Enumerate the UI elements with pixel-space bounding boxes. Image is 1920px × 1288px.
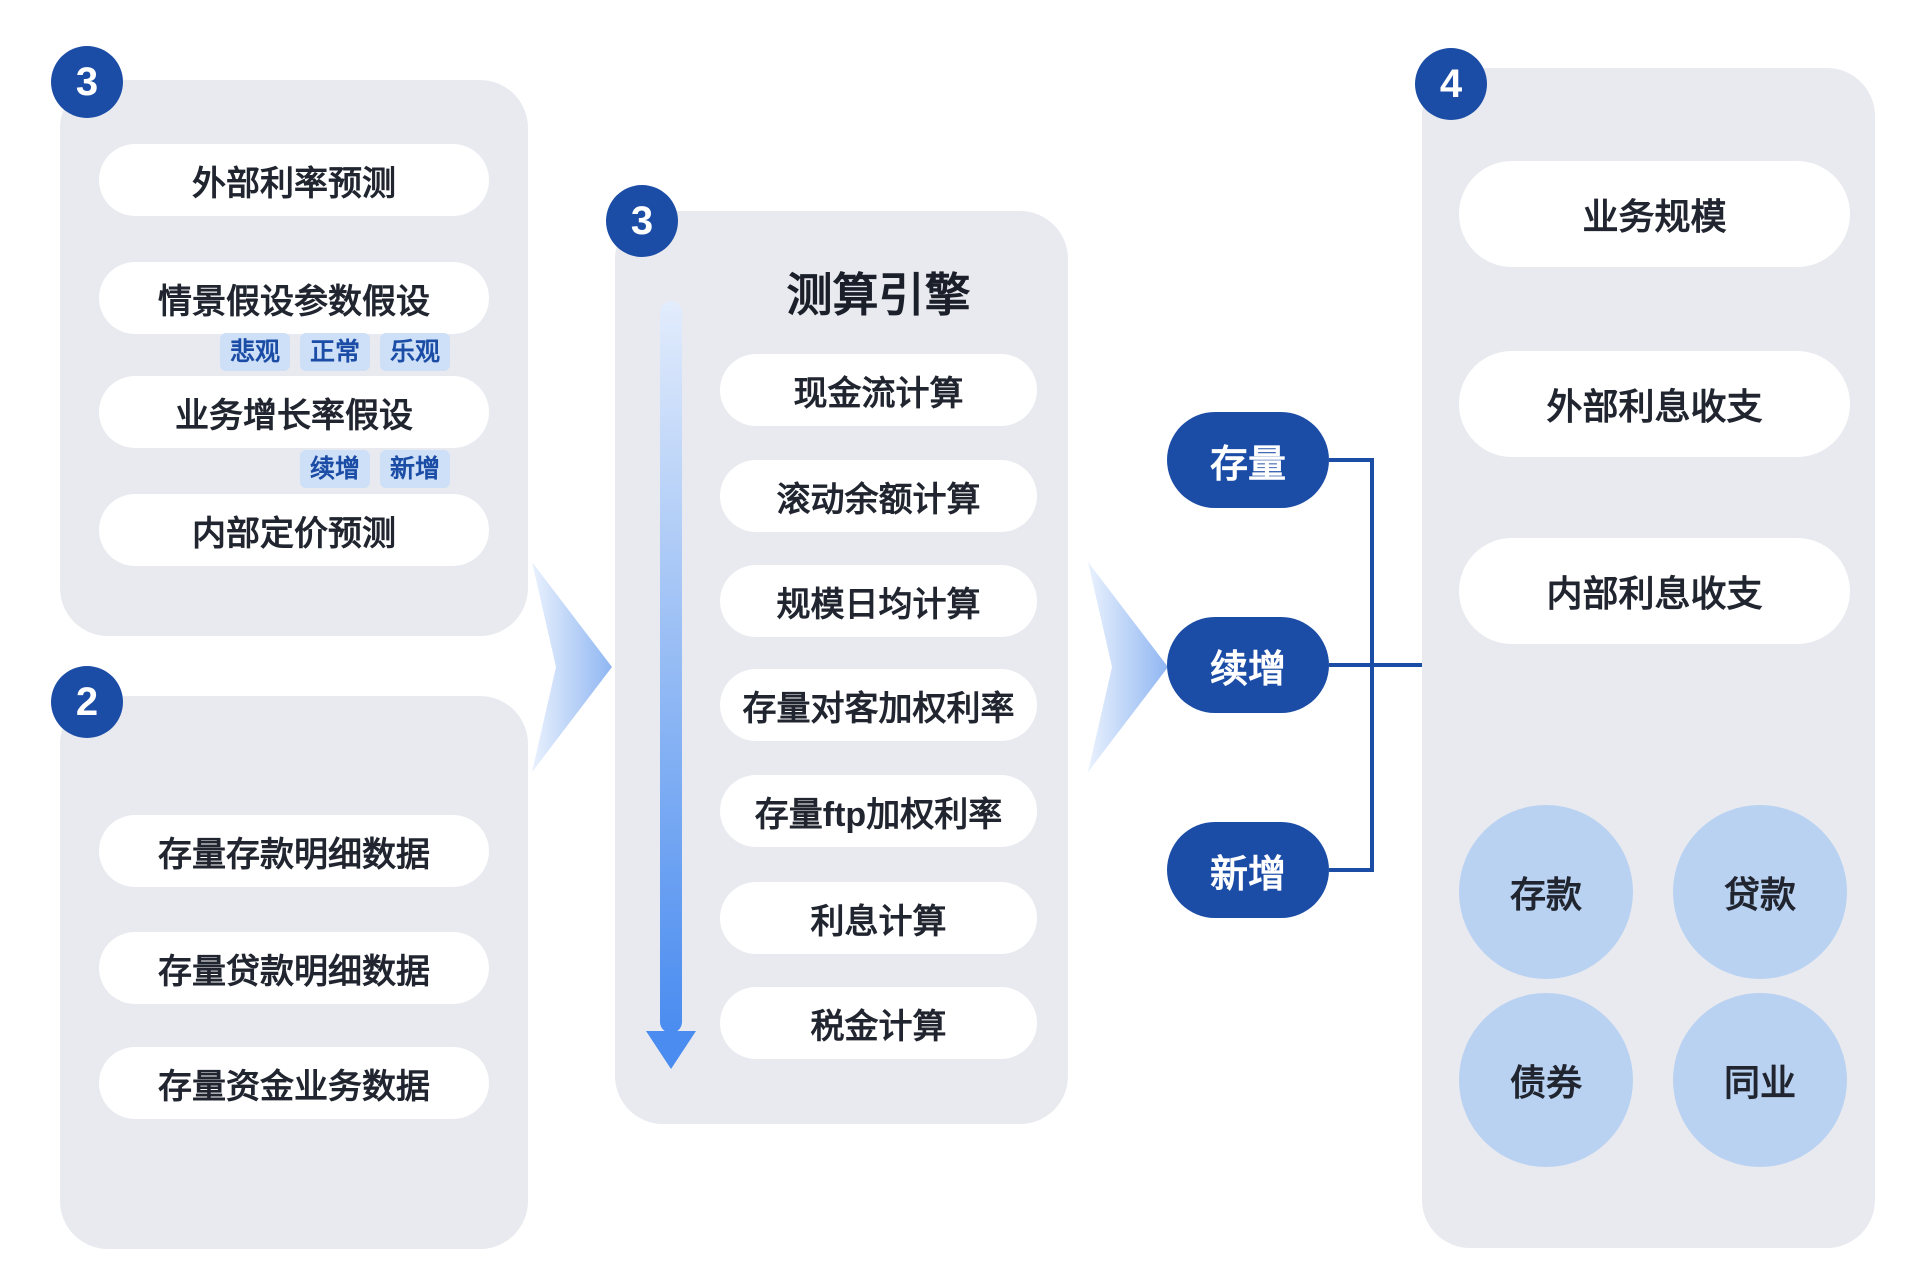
node-business-scale: 业务规模 [1459, 161, 1850, 267]
node-scenario-parameter-assumptions: 情景假设参数假设 [99, 262, 489, 334]
connector-line-renewal [1329, 663, 1424, 667]
step-badge-stock-data: 2 [51, 666, 123, 738]
growth-tags-row: 续增 新增 [299, 450, 450, 488]
node-internal-pricing-forecast: 内部定价预测 [99, 494, 489, 566]
tag-new: 新增 [379, 450, 450, 488]
circle-deposit: 存款 [1459, 805, 1633, 979]
circle-bond: 债券 [1459, 993, 1633, 1167]
step-stock-ftp-weighted-rate: 存量ftp加权利率 [720, 775, 1037, 847]
tag-normal: 正常 [299, 333, 370, 371]
flow-node-renewal: 续增 [1167, 617, 1329, 713]
node-external-rate-forecast: 外部利率预测 [99, 144, 489, 216]
circle-loan: 贷款 [1673, 805, 1847, 979]
step-badge-engine: 3 [606, 185, 678, 257]
step-tax-calc: 税金计算 [720, 987, 1037, 1059]
stock-data-panel: 存量存款明细数据 存量贷款明细数据 存量资金业务数据 [60, 696, 528, 1249]
tag-pessimistic: 悲观 [219, 333, 290, 371]
step-badge-assumptions: 3 [51, 46, 123, 118]
flow-node-new: 新增 [1167, 822, 1329, 918]
step-stock-customer-weighted-rate: 存量对客加权利率 [720, 669, 1037, 741]
step-cashflow-calc: 现金流计算 [720, 354, 1037, 426]
assumptions-panel: 外部利率预测 情景假设参数假设 悲观 正常 乐观 业务增长率假设 续增 新增 内… [60, 80, 528, 636]
node-external-interest: 外部利息收支 [1459, 351, 1850, 457]
tag-optimistic: 乐观 [379, 333, 450, 371]
node-stock-deposit-detail-data: 存量存款明细数据 [99, 815, 489, 887]
step-daily-average-calc: 规模日均计算 [720, 565, 1037, 637]
step-interest-calc: 利息计算 [720, 882, 1037, 954]
node-stock-loan-detail-data: 存量贷款明细数据 [99, 932, 489, 1004]
scenario-tags-row: 悲观 正常 乐观 [219, 333, 450, 371]
flow-arrow-right-icon [1088, 562, 1168, 772]
node-stock-treasury-data: 存量资金业务数据 [99, 1047, 489, 1119]
output-panel: 业务规模 外部利息收支 内部利息收支 存款 贷款 债券 同业 [1422, 68, 1875, 1248]
step-badge-output: 4 [1415, 48, 1487, 120]
connector-line-stock [1329, 458, 1374, 462]
circle-interbank: 同业 [1673, 993, 1847, 1167]
engine-title: 测算引擎 [786, 269, 971, 321]
connector-line-vertical [1370, 458, 1374, 872]
flow-arrow-left-icon [532, 562, 612, 772]
node-business-growth-assumption: 业务增长率假设 [99, 376, 489, 448]
flow-node-stock: 存量 [1167, 412, 1329, 508]
step-rolling-balance-calc: 滚动余额计算 [720, 460, 1037, 532]
tag-renewal: 续增 [299, 450, 370, 488]
engine-down-arrowhead-icon [646, 1031, 696, 1069]
node-internal-interest: 内部利息收支 [1459, 538, 1850, 644]
engine-panel: 测算引擎 现金流计算 滚动余额计算 规模日均计算 存量对客加权利率 存量ftp加… [615, 211, 1068, 1124]
engine-down-arrow-icon [660, 301, 682, 1033]
connector-line-new [1329, 868, 1374, 872]
